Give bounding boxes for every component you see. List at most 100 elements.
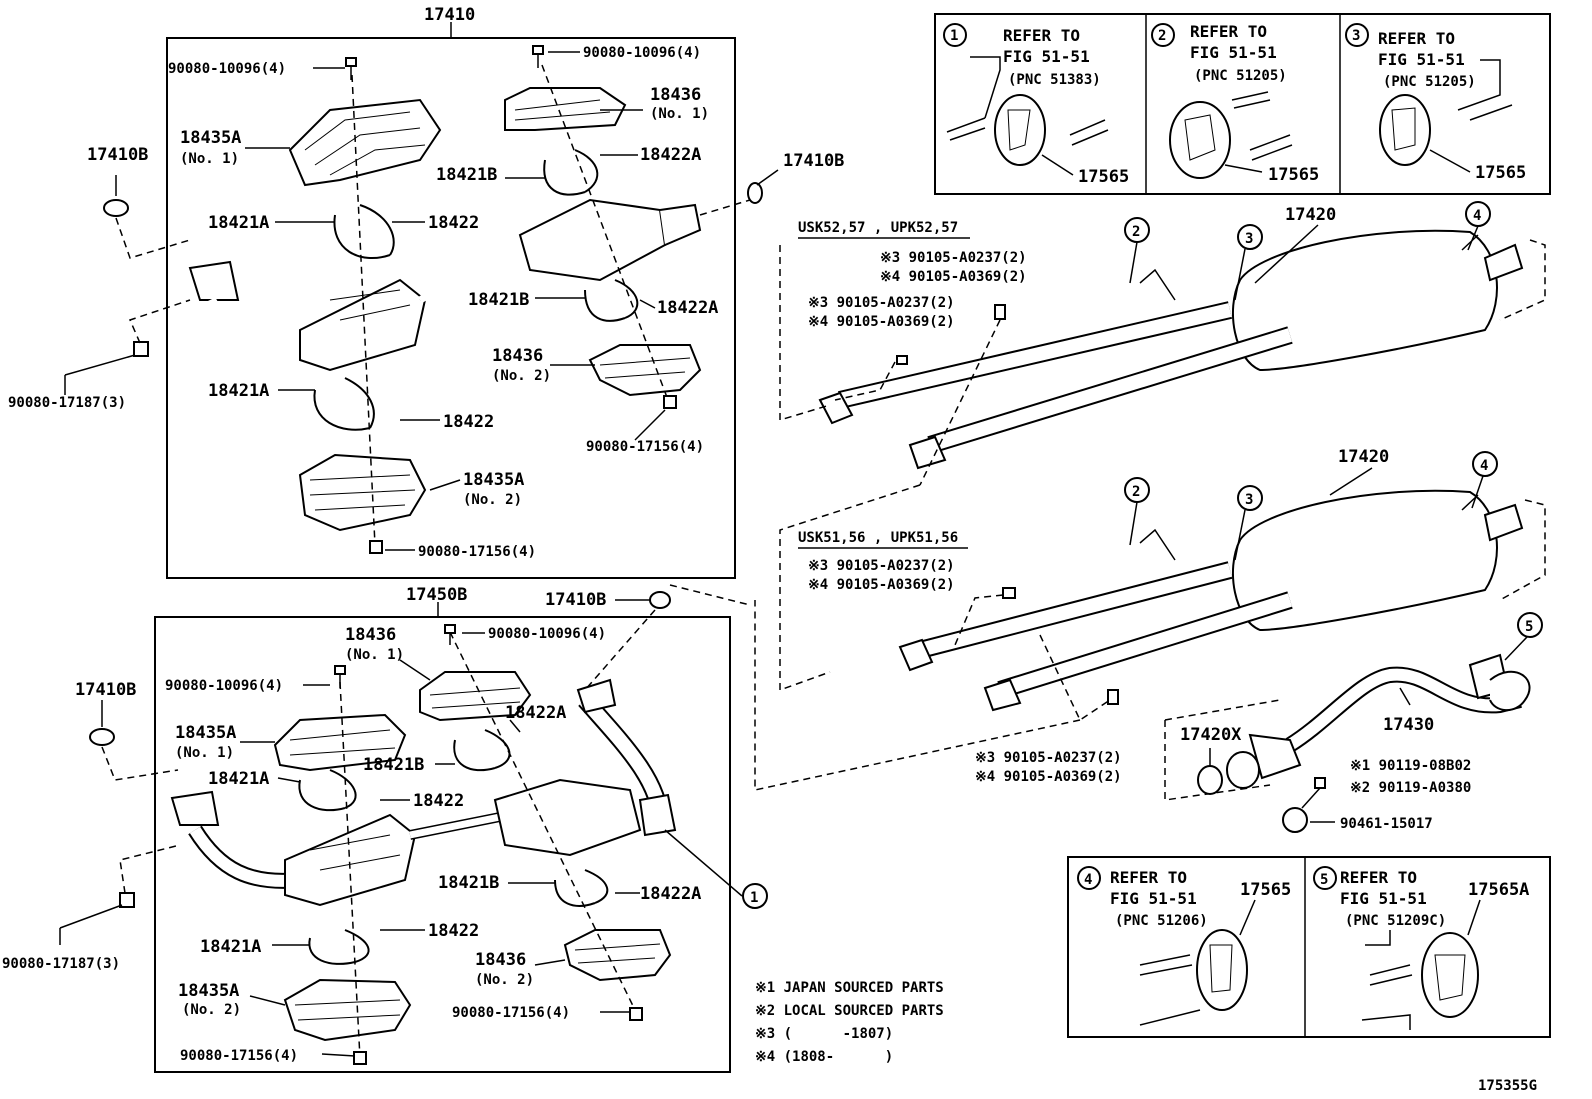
clamp-18422a-upper-1	[574, 149, 599, 193]
bolt-icon	[1002, 587, 1016, 599]
nut-icon	[629, 1007, 643, 1021]
label-no2: (No. 2)	[492, 368, 551, 384]
heat-shield-18435a-no1	[288, 98, 442, 187]
label-90105-a0237: ※3 90105-A0237(2)	[808, 558, 955, 574]
label-18422a: 18422A	[505, 703, 566, 723]
svg-text:(PNC 51206): (PNC 51206)	[1115, 913, 1208, 929]
heat-shield-18435a-no1-lower	[273, 713, 407, 772]
heat-shield-18436-no1	[504, 87, 627, 131]
refer-box-5: 5 REFER TO FIG 51-51 (PNC 51209C) 17565A	[1313, 866, 1529, 1030]
bolt-icon	[532, 45, 544, 68]
label-no2: (No. 2)	[463, 492, 522, 508]
label-90105-a0369: ※4 90105-A0369(2)	[808, 577, 955, 593]
nut-icon	[353, 1051, 367, 1065]
callout-4	[1472, 451, 1498, 477]
label-no1: (No. 1)	[650, 106, 709, 122]
label-18421a: 18421A	[200, 937, 261, 957]
rubber-hanger-icon	[1196, 929, 1248, 1011]
nut-icon	[369, 540, 383, 554]
label-18422a: 18422A	[640, 145, 701, 165]
label-18422a: 18422A	[657, 298, 718, 318]
label-18422: 18422	[428, 213, 479, 233]
svg-text:REFER TO: REFER TO	[1190, 22, 1267, 41]
label-90080-17156: 90080-17156(4)	[180, 1048, 298, 1064]
label-17430: 17430	[1383, 715, 1434, 735]
label-no1: (No. 1)	[180, 151, 239, 167]
svg-text:4: 4	[1480, 458, 1488, 474]
muffler-17420-lower	[898, 489, 1524, 712]
refer-box-group-bottom	[1067, 856, 1551, 1038]
muffler-17420-upper	[818, 229, 1524, 470]
note-3: ※3 ( -1807)	[755, 1026, 893, 1042]
assembly-box-17450b	[154, 616, 731, 1073]
label-17420x: 17420X	[1180, 725, 1242, 745]
label-90105-a0237: ※3 90105-A0237(2)	[880, 250, 1027, 266]
svg-text:REFER TO: REFER TO	[1378, 29, 1455, 48]
nut-icon	[133, 341, 149, 357]
rubber-hanger-icon	[1169, 101, 1231, 179]
label-18421a: 18421A	[208, 381, 269, 401]
gasket-icon	[1197, 765, 1223, 795]
label-18422: 18422	[443, 412, 494, 432]
clamp-18422-upper-1	[359, 204, 395, 256]
svg-text:3: 3	[1245, 492, 1253, 508]
clamp-18422a-upper-2	[614, 279, 639, 319]
label-18436: 18436	[492, 346, 543, 366]
variant-label-51-56: USK51,56 , UPK51,56	[798, 530, 958, 546]
label-18435a: 18435A	[175, 723, 236, 743]
label-18422: 18422	[413, 791, 464, 811]
svg-text:FIG 51-51: FIG 51-51	[1110, 889, 1197, 908]
label-17450b: 17450B	[406, 585, 467, 605]
note-2: ※2 LOCAL SOURCED PARTS	[755, 1003, 944, 1019]
label-no1: (No. 1)	[345, 647, 404, 663]
refer-box-2: 2 REFER TO FIG 51-51 (PNC 51205) 17565	[1151, 22, 1319, 185]
label-17420: 17420	[1285, 205, 1336, 225]
tail-pipe-17430	[1248, 653, 1531, 780]
rubber-hanger-icon	[1421, 932, 1479, 1018]
label-90080-10096: 90080-10096(4)	[168, 61, 286, 77]
svg-text:(PNC 51205): (PNC 51205)	[1194, 68, 1287, 84]
label-18436: 18436	[345, 625, 396, 645]
gasket-icon	[649, 591, 671, 609]
gasket-icon	[747, 182, 763, 204]
refer-box-3: 3 REFER TO FIG 51-51 (PNC 51205) 17565	[1345, 23, 1526, 183]
bolt-icon	[334, 665, 346, 688]
label-no1: (No. 1)	[175, 745, 234, 761]
label-90105-a0237: ※3 90105-A0237(2)	[808, 295, 955, 311]
svg-text:17565: 17565	[1268, 165, 1319, 185]
bolt-icon	[994, 304, 1006, 320]
label-90080-10096: 90080-10096(4)	[583, 45, 701, 61]
callout-1	[742, 883, 768, 909]
svg-text:4: 4	[1473, 208, 1481, 224]
label-18435a: 18435A	[178, 981, 239, 1001]
note-1: ※1 JAPAN SOURCED PARTS	[755, 980, 944, 996]
svg-text:2: 2	[1132, 484, 1140, 500]
svg-text:17565: 17565	[1240, 880, 1291, 900]
note-4: ※4 (1808- )	[755, 1049, 893, 1065]
svg-text:5: 5	[1525, 619, 1533, 635]
refer-box-4: 4 REFER TO FIG 51-51 (PNC 51206) 17565	[1077, 866, 1291, 1026]
svg-text:FIG 51-51: FIG 51-51	[1190, 43, 1277, 62]
clamp-18421a-lower-1	[298, 779, 346, 812]
label-90080-10096: 90080-10096(4)	[165, 678, 283, 694]
clamp-18422a-lower-1	[484, 729, 511, 769]
svg-text:REFER TO: REFER TO	[1003, 26, 1080, 45]
heat-shield-18436-no2	[588, 344, 702, 397]
svg-text:5: 5	[1320, 872, 1328, 888]
nut-icon	[663, 395, 677, 409]
label-90105-a0369: ※4 90105-A0369(2)	[975, 769, 1122, 785]
clamp-18421b-upper-2	[584, 289, 626, 322]
clamp-icon	[1282, 807, 1308, 833]
label-17410b: 17410B	[75, 680, 136, 700]
label-18421a: 18421A	[208, 213, 269, 233]
heat-shield-18435a-no2-lower	[283, 978, 412, 1042]
refer-box-1: 1 REFER TO FIG 51-51 (PNC 51383) 17565	[943, 23, 1129, 187]
bolt-icon	[345, 57, 357, 80]
figure-id: 175355G	[1478, 1078, 1537, 1094]
label-90119-08b02: ※1 90119-08B02	[1350, 758, 1471, 774]
label-18422a: 18422A	[640, 884, 701, 904]
rubber-hanger-icon	[1379, 94, 1431, 166]
label-18435a: 18435A	[463, 470, 524, 490]
label-18421b: 18421B	[438, 873, 499, 893]
heat-shield-18436-no2-lower	[563, 929, 672, 982]
